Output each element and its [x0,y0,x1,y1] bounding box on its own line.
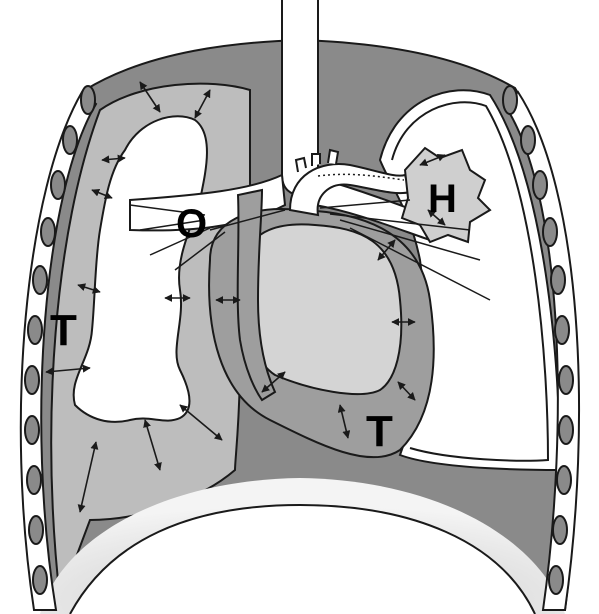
rib-icon [27,466,41,494]
rib-icon [28,316,42,344]
rib-icon [25,416,39,444]
label-hernia: H [428,177,457,221]
rib-icon [549,566,563,594]
rib-icon [41,218,55,246]
rib-icon [29,516,43,544]
rib-icon [63,126,77,154]
rib-icon [555,316,569,344]
rib-icon [25,366,39,394]
rib-icon [33,566,47,594]
label-tension-left: T [366,407,393,456]
rib-icon [81,86,95,114]
rib-icon [33,266,47,294]
rib-icon [521,126,535,154]
rib-icon [551,266,565,294]
label-tension-right: T [50,306,77,355]
label-obstruction: O [176,202,207,246]
rib-icon [559,416,573,444]
rib-icon [51,171,65,199]
rib-icon [533,171,547,199]
rib-icon [559,366,573,394]
rib-icon [557,466,571,494]
rib-icon [503,86,517,114]
rib-icon [543,218,557,246]
rib-icon [553,516,567,544]
